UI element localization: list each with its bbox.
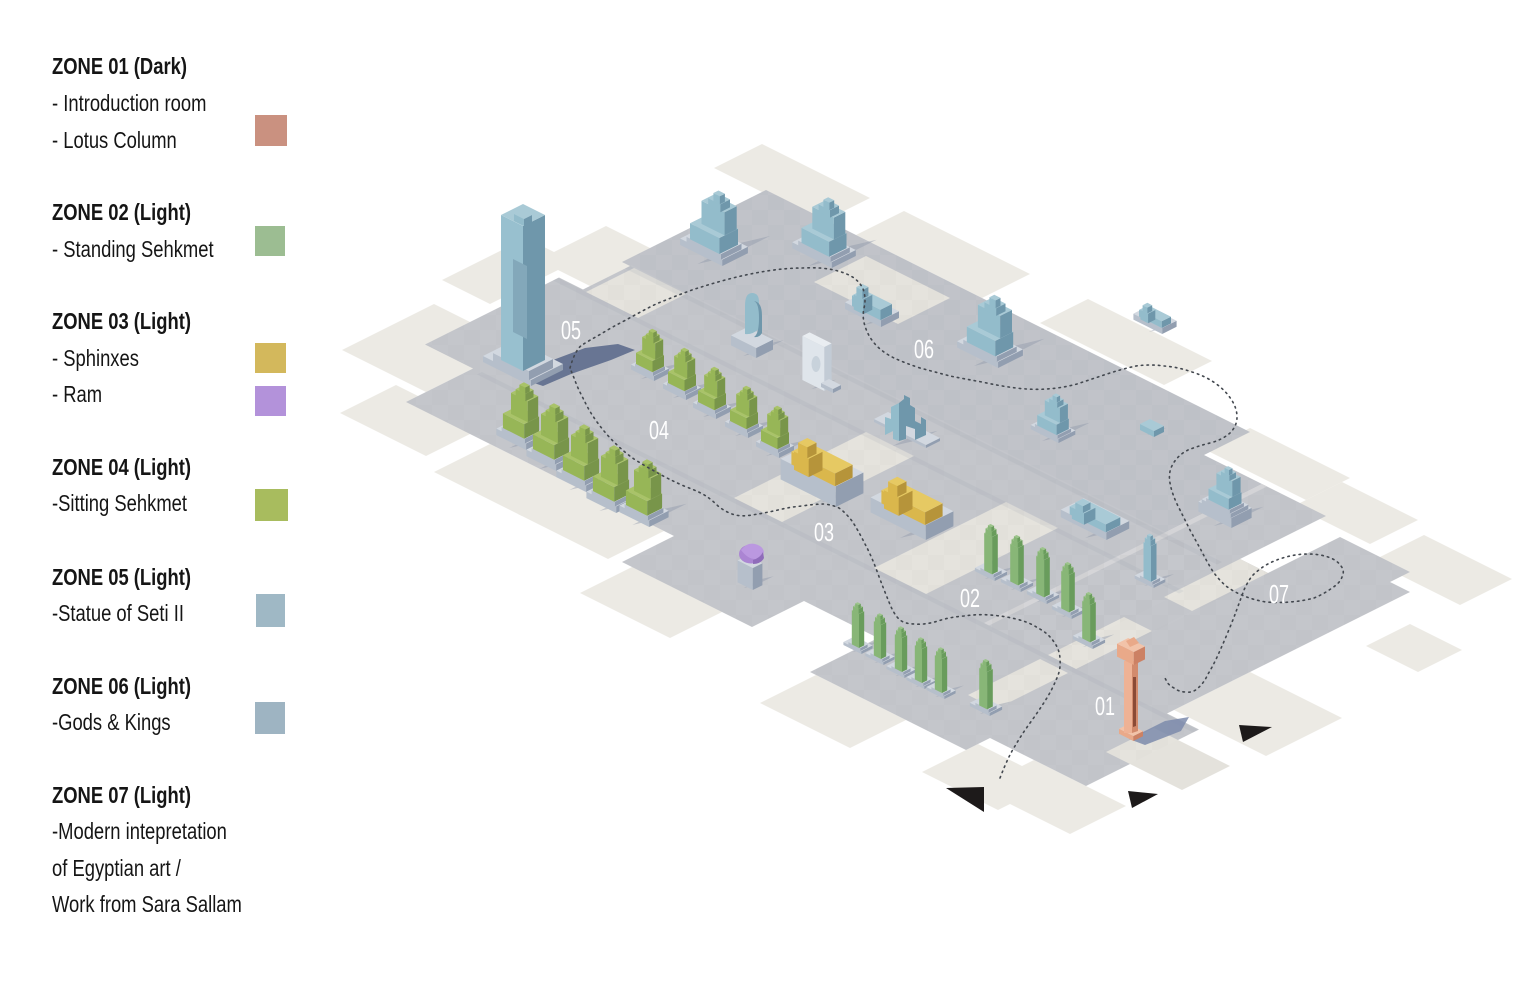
svg-text:01: 01 bbox=[1095, 691, 1115, 721]
svg-text:06: 06 bbox=[914, 334, 934, 364]
svg-text:02: 02 bbox=[960, 583, 980, 613]
svg-text:04: 04 bbox=[649, 415, 669, 445]
svg-text:05: 05 bbox=[561, 315, 581, 345]
svg-text:03: 03 bbox=[814, 517, 834, 547]
svg-text:07: 07 bbox=[1269, 579, 1289, 609]
